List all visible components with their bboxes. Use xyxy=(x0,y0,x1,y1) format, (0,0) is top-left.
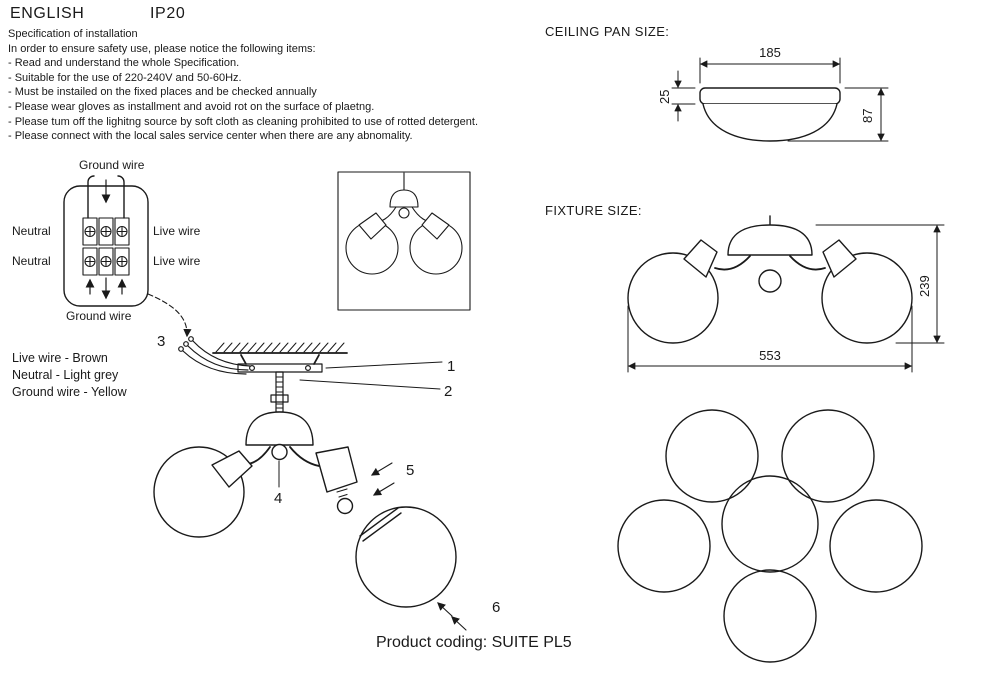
callout-4: 4 xyxy=(274,490,282,507)
callout-2: 2 xyxy=(444,383,452,400)
live-wire-label-1: Live wire xyxy=(153,224,201,238)
legend-neutral-wire: Neutral - Light grey xyxy=(12,368,119,382)
spec-item-3: - Must be instailed on the fixed places … xyxy=(8,86,317,99)
fixture-size-title: FIXTURE SIZE: xyxy=(545,203,642,218)
dim-rim-25: 25 xyxy=(657,90,672,104)
ground-wire-top-label: Ground wire xyxy=(79,158,145,172)
legend-ground-wire: Ground wire - Yellow xyxy=(12,385,127,399)
callout-3: 3 xyxy=(157,333,165,350)
fixture-thumbnail-drawing xyxy=(337,171,471,311)
ceiling-pan-size-title: CEILING PAN SIZE: xyxy=(545,24,670,39)
fixture-top-view-drawing xyxy=(617,409,923,663)
wire-color-legend: Live wire - Brown Neutral - Light grey G… xyxy=(12,350,127,401)
callout-arrows xyxy=(370,462,467,631)
specification-block: Specification of installation In order t… xyxy=(8,27,478,144)
spec-item-6: - Please connect with the local sales se… xyxy=(8,130,413,143)
callout-6: 6 xyxy=(492,599,500,616)
supply-wires-drawing xyxy=(178,336,251,375)
spec-title: Specification of installation xyxy=(8,28,138,40)
fixture-assembly-drawing xyxy=(153,411,457,608)
spec-item-5: - Please tum off the lighitng source by … xyxy=(8,115,479,128)
product-coding-label: Product coding: SUITE PL5 xyxy=(376,634,572,651)
spec-item-4: - Please wear gloves as installment and … xyxy=(8,100,375,113)
callout-1: 1 xyxy=(447,358,455,375)
spec-item-2: - Suitable for the use of 220-240V and 5… xyxy=(8,71,242,84)
leader-line-2 xyxy=(299,379,441,390)
ground-wire-bottom-label: Ground wire xyxy=(66,309,132,323)
neutral-label-1: Neutral xyxy=(12,224,51,238)
spec-intro: In order to ensure safety use, please no… xyxy=(8,42,316,55)
wiring-terminal-box-drawing xyxy=(63,175,149,307)
fixture-size-dimensions xyxy=(627,224,945,373)
ceiling-hatch-drawing xyxy=(212,342,348,354)
fixture-size-drawing xyxy=(627,215,913,344)
diagram-labels: 185 25 87 239 553 1 2 3 4 5 6 xyxy=(157,45,932,616)
ceiling-pan-dimensions xyxy=(671,57,889,142)
dim-height-239: 239 xyxy=(917,275,932,297)
mounting-bracket-drawing xyxy=(237,354,323,413)
terminal-strips xyxy=(82,217,130,276)
dim-width-185: 185 xyxy=(759,45,781,60)
dim-height-87: 87 xyxy=(860,109,875,123)
ceiling-pan-drawing xyxy=(699,87,841,142)
ip-rating-label: IP20 xyxy=(150,5,186,22)
spec-item-1: - Read and understand the whole Specific… xyxy=(8,57,240,70)
live-wire-label-2: Live wire xyxy=(153,254,201,268)
dim-width-553: 553 xyxy=(759,348,781,363)
dashed-guide-arrow xyxy=(147,293,192,338)
callout-5: 5 xyxy=(406,462,414,479)
legend-live-wire: Live wire - Brown xyxy=(12,351,108,365)
neutral-label-2: Neutral xyxy=(12,254,51,268)
leader-line-1 xyxy=(325,361,443,369)
language-label: ENGLISH xyxy=(10,5,85,22)
